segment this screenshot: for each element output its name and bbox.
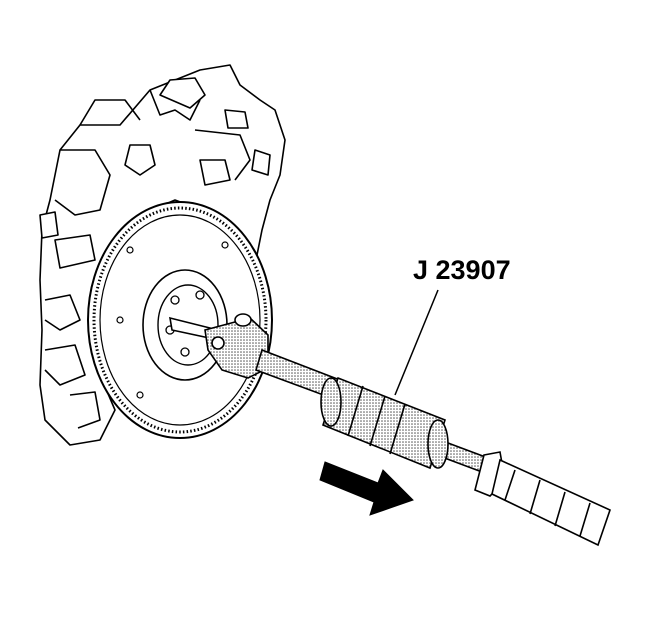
- slide-hammer-weight: [320, 376, 449, 470]
- engine-block: [39, 64, 286, 446]
- callout-leader-line: [394, 289, 439, 396]
- slide-hammer-handle: [474, 451, 611, 547]
- pull-direction-arrow: [319, 461, 414, 516]
- puller-adapter: [169, 313, 269, 379]
- tool-callout-label: J 23907: [413, 255, 511, 285]
